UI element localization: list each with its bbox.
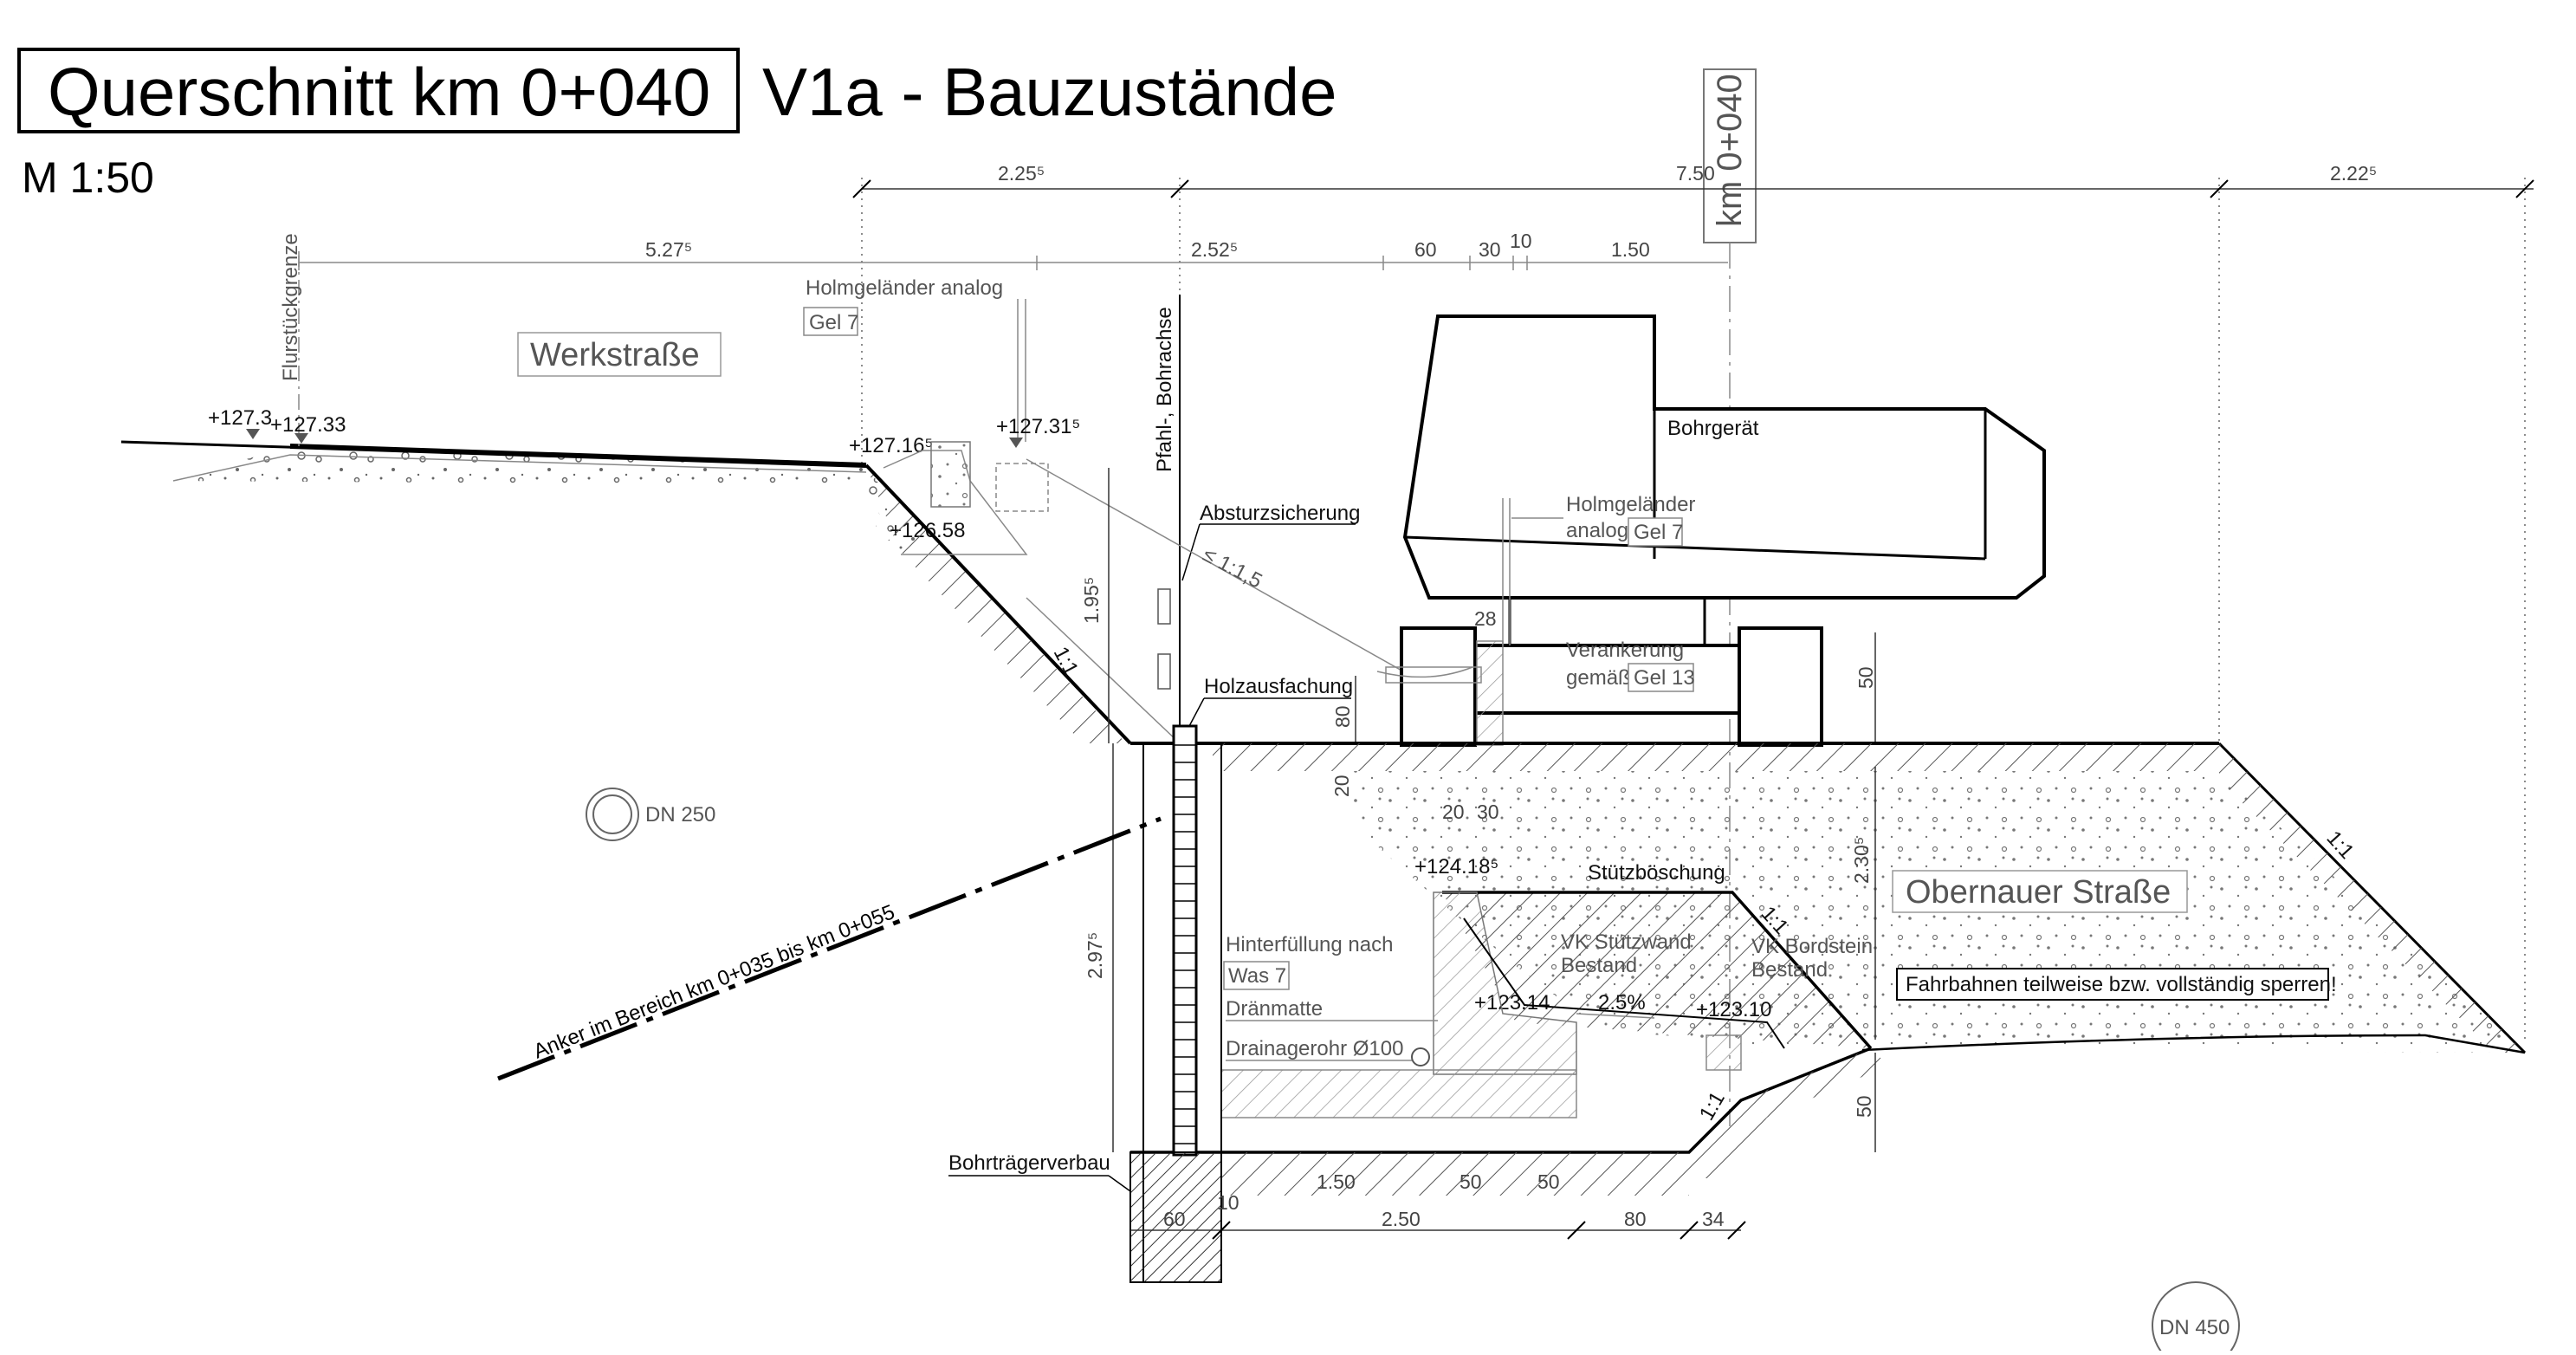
gel7-label-1: Gel 7 — [809, 311, 858, 334]
dim-v20: 20 — [1330, 775, 1353, 797]
werkstrasse-label: Werkstraße — [530, 337, 700, 373]
bottom-hatch — [1221, 1152, 1689, 1196]
lagging-boards — [1174, 744, 1196, 1144]
holm-label-1: Holmgeländer analog — [806, 276, 1003, 300]
pipe-dn250-inner — [592, 794, 632, 834]
dim-height-297: 2.97⁵ — [1084, 932, 1106, 979]
top-hatch-band — [1213, 743, 2219, 771]
elev-e2: +127.33 — [270, 413, 346, 437]
km-marker-label: km 0+040 — [1711, 74, 1749, 227]
section-title: Querschnitt km 0+040 — [48, 54, 710, 130]
werkstrasse-box — [517, 332, 722, 377]
dim-d20: 20 — [1442, 801, 1465, 823]
holzaus-label: Holzausfachung — [1204, 675, 1353, 698]
pipe-dn250-outer — [586, 788, 639, 841]
dim-60: 60 — [1414, 238, 1437, 261]
section-subtitle: V1a - Bauzustände — [762, 54, 1337, 130]
stuetz-label: Stützböschung — [1588, 861, 1725, 885]
pipe-dn450 — [2152, 1281, 2240, 1355]
elev-e6: +124.18⁵ — [1414, 855, 1498, 878]
anchor-block — [1476, 640, 1504, 746]
was7-label: Was 7 — [1228, 964, 1286, 988]
obernauer-label: Obernauer Straße — [1906, 874, 2171, 911]
dim-d30b: 30 — [1477, 801, 1499, 823]
absturz-label: Absturzsicherung — [1200, 502, 1360, 525]
dim-bottom-34: 34 — [1702, 1208, 1725, 1230]
dim-v50a: 50 — [1854, 666, 1877, 689]
gel7-label-2: Gel 7 — [1634, 521, 1683, 544]
vk-bord-2: Bestand — [1751, 958, 1828, 982]
pfahl-label: Pfahl-, Bohrachse — [1153, 307, 1176, 472]
dim-10: 10 — [1510, 230, 1532, 252]
title-box — [17, 48, 740, 133]
dim-found-150: 1.50 — [1317, 1170, 1356, 1193]
rig-track-mid — [1473, 644, 1741, 715]
obernauer-box — [1892, 870, 2188, 913]
gemaess-label: gemäß — [1566, 666, 1631, 690]
elev-e1: +127.3 — [208, 406, 272, 430]
gel13-box — [1628, 663, 1694, 692]
hinter-label: Hinterfüllung nach — [1226, 933, 1393, 956]
right-slope-hatch — [2219, 743, 2525, 1053]
curb-existing — [1705, 1034, 1742, 1071]
gel7-box-1 — [803, 307, 858, 336]
drill-rig-body — [1402, 314, 2046, 600]
dim-v80: 80 — [1331, 705, 1354, 728]
dim-second-mid: 2.52⁵ — [1191, 238, 1238, 261]
dim-bottom-80: 80 — [1624, 1208, 1647, 1230]
was7-box — [1223, 961, 1290, 990]
dim-small-28: 28 — [1474, 607, 1497, 630]
dim-bottom-10: 10 — [1217, 1191, 1239, 1214]
holm-label-2a: Holmgeländer — [1566, 493, 1695, 516]
dim-v50b: 50 — [1853, 1095, 1875, 1118]
elev-e3: +127.16⁵ — [849, 434, 933, 457]
trench-side-hatch — [1689, 1048, 1888, 1178]
scale-label: M 1:50 — [22, 153, 154, 202]
dim-found-50a: 50 — [1460, 1170, 1482, 1193]
vk-stuetz-1: VK Stützwand — [1561, 930, 1692, 954]
railing-foundation-left — [930, 441, 971, 508]
vk-bord-1: VK Bordstein — [1751, 935, 1873, 958]
pile-toe-hatch — [1129, 1151, 1222, 1283]
bohrgeraet-label: Bohrgerät — [1667, 417, 1759, 440]
dim-second-left: 5.27⁵ — [645, 238, 692, 261]
anchor-line — [497, 816, 1162, 1081]
drain-pipe — [1411, 1047, 1430, 1066]
soldier-pile-wall — [1172, 724, 1198, 1157]
drainrohr-label: Drainagerohr Ø100 — [1226, 1037, 1403, 1060]
elev-e4: +127.31⁵ — [996, 415, 1080, 438]
werkstrasse-gravel — [173, 446, 927, 554]
dim-found-50b: 50 — [1537, 1170, 1560, 1193]
rig-track-right — [1738, 626, 1823, 747]
stuetz-boeschung — [1442, 892, 1871, 1048]
rig-track-left — [1400, 626, 1477, 747]
dn250-label: DN 250 — [645, 803, 715, 827]
dim-height-195: 1.95⁵ — [1080, 577, 1103, 624]
fahrbahn-label: Fahrbahnen teilweise bzw. vollständig sp… — [1906, 973, 2337, 996]
flurstueck-label: Flurstückgrenze — [279, 233, 302, 381]
dim-top-right: 2.22⁵ — [2330, 162, 2377, 185]
dim-30: 30 — [1479, 238, 1501, 261]
gel13-label: Gel 13 — [1634, 666, 1695, 690]
dim-height-230: 2.30⁵ — [1850, 837, 1873, 884]
dim-top-mid: 7.50 — [1676, 162, 1715, 185]
dim-top-left: 2.25⁵ — [998, 162, 1045, 185]
vk-stuetz-2: Bestand — [1561, 954, 1637, 977]
veranker-label: Verankerung — [1566, 639, 1684, 662]
anker-label: Anker im Bereich km 0+035 bis km 0+055 — [530, 900, 897, 1063]
bohrtraeger-label: Bohrträgerverbau — [948, 1151, 1110, 1175]
draenmatte-label: Dränmatte — [1226, 997, 1323, 1021]
dn450-label: DN 450 — [2159, 1316, 2230, 1339]
dim-bottom-250: 2.50 — [1382, 1208, 1421, 1230]
dim-bottom-60: 60 — [1163, 1208, 1186, 1230]
foundation-existing — [1220, 1069, 1577, 1118]
slope-15-label: ≤ 1:1,5 — [1199, 542, 1265, 593]
fahrbahn-box — [1896, 968, 2329, 1001]
gel7-box-2 — [1628, 517, 1683, 547]
holm-label-2b: analog — [1566, 519, 1628, 542]
dim-150: 1.50 — [1611, 238, 1650, 261]
